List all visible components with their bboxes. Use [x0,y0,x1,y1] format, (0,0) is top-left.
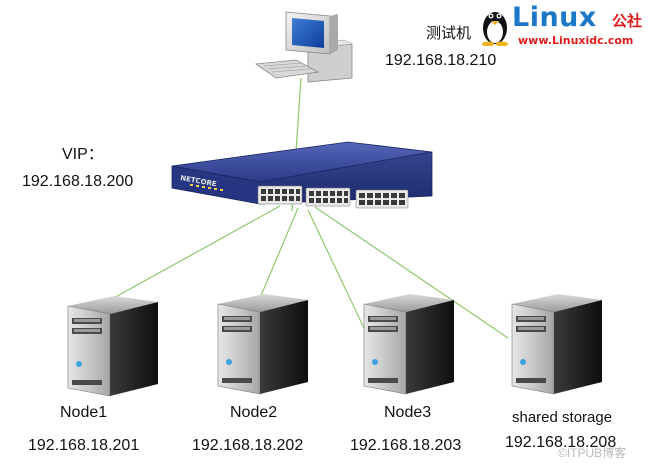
desktop-computer-icon [254,11,354,83]
link-node3 [307,209,373,346]
logo-url: www.Linuxidc.com [518,34,634,47]
node2-ip: 192.168.18.202 [192,437,304,454]
watermark: ©ITPUB博客 [558,446,627,460]
node3-ip: 192.168.18.203 [350,437,462,454]
link-node1 [109,205,281,301]
linux-logo: Linux 公社 www.Linuxidc.com [478,2,650,48]
server-icon [217,294,308,395]
node1-ip: 192.168.18.201 [28,437,140,454]
storage-ip: 192.168.18.208 [505,434,617,451]
penguin-icon [482,12,508,46]
test-machine-ip: 192.168.18.210 [385,52,497,69]
link-storage [314,206,509,339]
server-icon [67,296,158,397]
logo-brand: Linux [512,2,597,33]
node1-label: Node1 [60,404,108,421]
test-machine-label: 测试机 [426,25,472,42]
node3-label: Node3 [384,404,432,421]
node2-label: Node2 [230,404,278,421]
server-icon [511,294,602,395]
vip-ip: 192.168.18.200 [22,173,134,190]
network-switch: NETCORE [171,141,433,209]
link-node2 [259,207,299,299]
server-icon [363,294,454,395]
vip-label: VIP： [62,146,104,163]
storage-label: shared storage [512,409,613,426]
logo-brand-cn: 公社 [612,12,643,30]
